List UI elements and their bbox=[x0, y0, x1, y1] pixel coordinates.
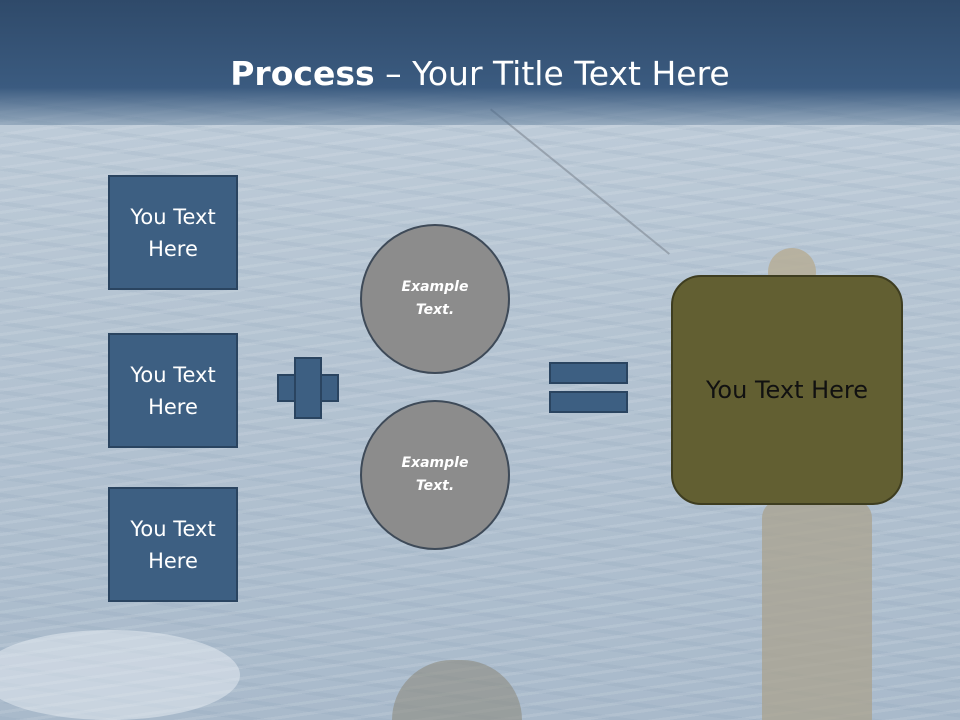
result-label: You Text Here bbox=[705, 376, 869, 404]
example-circle-1[interactable]: Example Text. bbox=[360, 224, 510, 374]
input-box-2[interactable]: You Text Here bbox=[108, 333, 238, 448]
input-box-label: You Text Here bbox=[130, 516, 216, 573]
plus-center bbox=[296, 376, 320, 400]
title-rest: – Your Title Text Here bbox=[374, 54, 730, 93]
slide-title[interactable]: Process – Your Title Text Here bbox=[0, 52, 960, 96]
input-box-label: You Text Here bbox=[130, 362, 216, 419]
title-bold: Process bbox=[230, 54, 375, 93]
example-circle-2[interactable]: Example Text. bbox=[360, 400, 510, 550]
circle-label: Example Text. bbox=[401, 455, 469, 494]
equals-top-bar bbox=[549, 362, 628, 384]
result-box[interactable]: You Text Here bbox=[671, 275, 903, 505]
background-fisherman-body bbox=[762, 500, 872, 720]
circle-label: Example Text. bbox=[401, 279, 469, 318]
input-box-1[interactable]: You Text Here bbox=[108, 175, 238, 290]
equals-bottom-bar bbox=[549, 391, 628, 413]
input-box-label: You Text Here bbox=[130, 204, 216, 261]
background-figure bbox=[392, 660, 522, 720]
input-box-3[interactable]: You Text Here bbox=[108, 487, 238, 602]
title-band bbox=[0, 0, 960, 125]
background-wave-foam bbox=[0, 630, 240, 720]
background-fishing-line bbox=[490, 108, 671, 255]
